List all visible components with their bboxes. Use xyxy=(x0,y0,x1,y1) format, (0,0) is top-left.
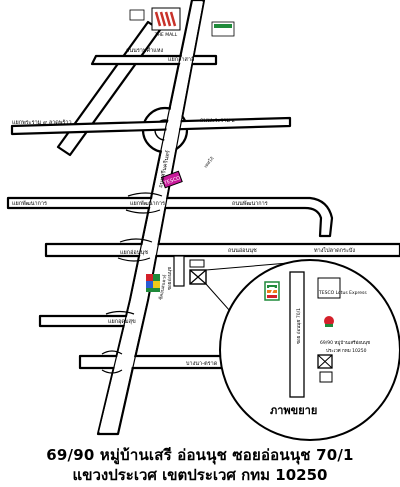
onnut-mid-label: ถนนอ่อนนุช xyxy=(228,247,257,254)
rama9-road xyxy=(10,116,292,136)
address-line-1: 69/90 หมู่บ้านเสรี อ่อนนุช ซอยอ่อนนุช 70… xyxy=(46,446,354,464)
rama9-right-label: ถนนพระราม ๙ xyxy=(200,118,236,124)
small-building-icon xyxy=(189,259,205,268)
seven-eleven-icon: 7 xyxy=(264,281,280,301)
seacon-label: ซีคอนสแควร์ xyxy=(157,273,168,300)
pattanakarn-mid-label: แยกพัฒนาการ xyxy=(130,200,165,207)
srinakarin-edge-right xyxy=(117,0,205,435)
address-line-2: แขวงประเวศ เขตประเวศ กทม 10250 xyxy=(72,466,328,484)
inset-soi-label: ซอย อ่อนนุช 70/1 xyxy=(296,308,302,344)
inset-destination-icon xyxy=(317,354,333,369)
flyover-onnut xyxy=(119,238,153,243)
inset-village-label-2: ประเวศ กทม 10250 xyxy=(326,348,367,354)
onnut-right-label: ทางไปลาดกระบัง xyxy=(314,247,355,254)
flyover-pattanakarn-b xyxy=(125,209,161,214)
flyover-bangna xyxy=(101,350,123,355)
udomsuk-label: แยกอุดมสุข xyxy=(108,318,136,325)
rama9-left-label: แยกพระราม ๙ ลาดพร้าว xyxy=(12,119,72,126)
pattanakarn-road xyxy=(6,196,334,238)
flyover-bangna-b xyxy=(101,369,123,374)
soi-onnut-street xyxy=(173,255,185,287)
inset-circle xyxy=(219,259,400,441)
onnut-road xyxy=(44,242,400,258)
flyover-pattanakarn xyxy=(127,192,163,197)
pattanakarn-right-label: ถนนพัฒนาการ xyxy=(232,200,268,207)
flyover-onnut-b xyxy=(117,257,151,262)
srinakarin-road-top xyxy=(99,2,203,432)
bangna-label: บางนา-ตราด xyxy=(186,361,218,367)
ramkhamhaeng-left-label: ถนนรามคำแหง xyxy=(126,47,163,54)
mall-small-box xyxy=(129,9,145,21)
inset-tesco-label: TESCO Lotus Express xyxy=(318,290,367,296)
srinakarin-edge-left xyxy=(97,0,193,435)
ramkhamhaeng-road xyxy=(90,54,218,66)
svg-text:7: 7 xyxy=(269,286,276,297)
pizza-icon xyxy=(324,316,334,327)
inset-building-icon xyxy=(319,371,333,383)
the-mall-logo xyxy=(151,7,181,31)
inset-title: ภาพขยาย xyxy=(270,404,317,417)
seacon-square-icon xyxy=(146,274,160,292)
svg-text:TESCO: TESCO xyxy=(162,175,181,187)
inset-soi-road xyxy=(289,271,305,398)
tesco-logo xyxy=(211,21,235,37)
the-mall-label: THE MALL xyxy=(154,32,178,38)
pattanakarn-left-label: แยกพัฒนาการ xyxy=(12,200,47,207)
soi-onnut-label: ซอยอ่อนนุช xyxy=(167,267,173,290)
tesco-small-label: เทสโก้ xyxy=(202,155,216,169)
destination-marker-icon xyxy=(189,269,207,285)
ramkhamhaeng-mid-label: แยกลำสาลี xyxy=(168,56,194,63)
inset-village-label-1: 69/90 หมู่บ้านเสรีอ่อนนุช xyxy=(320,340,370,346)
inset-tesco-box xyxy=(317,277,341,299)
flyover-udomsuk xyxy=(105,310,135,315)
onnut-left-label: แยกอ่อนนุช xyxy=(120,249,148,256)
tesco-store-icon: TESCO xyxy=(160,170,183,189)
